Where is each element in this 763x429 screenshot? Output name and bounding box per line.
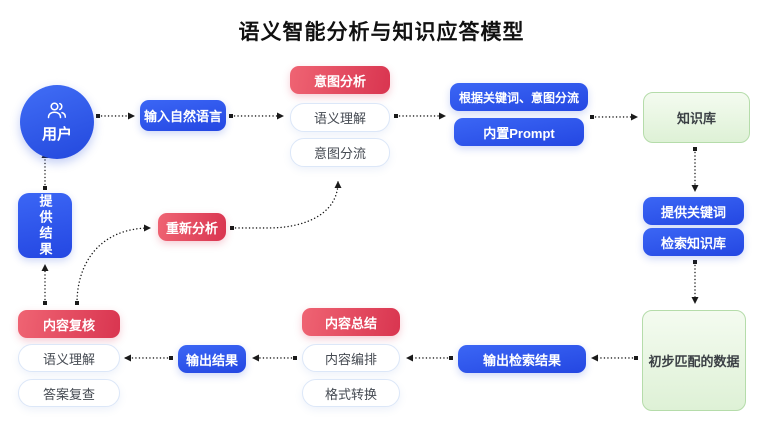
node-format-conversion: 格式转换: [302, 379, 400, 407]
group-content-review-header: 内容复核: [18, 310, 120, 338]
node-reanalyze: 重新分析: [158, 213, 226, 241]
node-intent-routing: 意图分流: [290, 138, 390, 167]
node-input-natural-language: 输入自然语言: [140, 100, 226, 131]
node-user-label: 用户: [41, 126, 72, 143]
group-content-summary-header: 内容总结: [302, 308, 400, 336]
node-output-result: 输出结果: [178, 345, 246, 373]
node-matched-data: 初步匹配的数据: [642, 310, 746, 411]
node-search-knowledge-base: 检索知识库: [643, 228, 744, 256]
arrow-reanalyze-to-intent: [230, 181, 342, 230]
users-icon: [45, 100, 69, 122]
node-content-arrangement: 内容编排: [302, 344, 400, 372]
node-semantic-understanding-top: 语义理解: [290, 103, 390, 132]
node-knowledge-base: 知识库: [643, 92, 750, 143]
node-output-search-results: 输出检索结果: [458, 345, 586, 373]
node-semantic-understanding-bottom: 语义理解: [18, 344, 120, 372]
node-user: 用户: [20, 85, 94, 159]
diagram-title: 语义智能分析与知识应答模型: [238, 21, 525, 44]
node-builtin-prompt: 内置Prompt: [454, 118, 584, 146]
node-keyword-intent-route: 根据关键词、意图分流: [450, 83, 588, 111]
node-provide-result: 提供结果: [18, 193, 72, 258]
arrow-review-to-reanalyze: [74, 224, 151, 306]
node-provide-keywords: 提供关键词: [643, 197, 744, 225]
node-answer-recheck: 答案复查: [18, 379, 120, 407]
group-intent-analysis-header: 意图分析: [290, 66, 390, 94]
